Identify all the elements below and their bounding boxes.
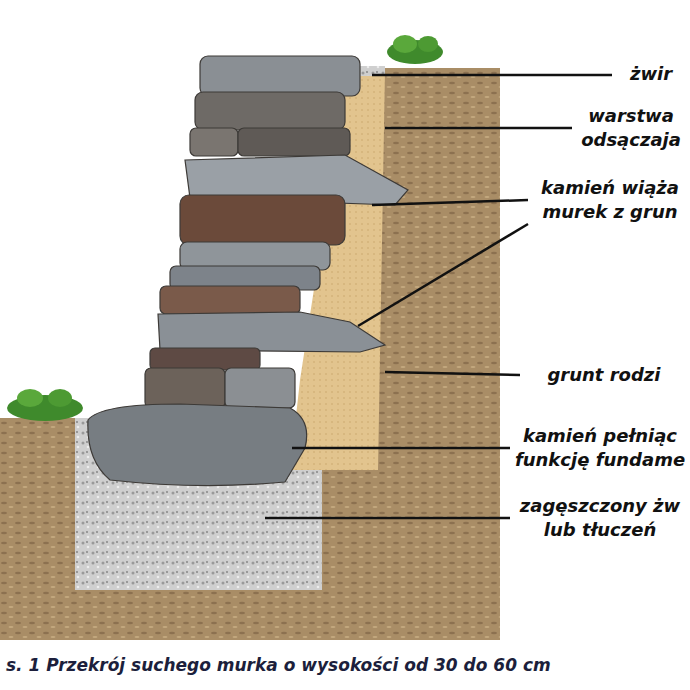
callout-label: kamień wiąża murek z grun <box>532 176 688 224</box>
figure-caption: s. 1 Przekrój suchego murka o wysokości … <box>6 654 551 676</box>
callout-label: grunt rodzi <box>524 363 684 387</box>
callout-label: warstwa odsączaja <box>576 104 686 152</box>
callout-label: kamień pełniąc funkcję fundame <box>514 424 686 472</box>
callout-label: żwir <box>616 62 686 86</box>
callout-label: zagęszczony żw lub tłuczeń <box>514 494 686 542</box>
